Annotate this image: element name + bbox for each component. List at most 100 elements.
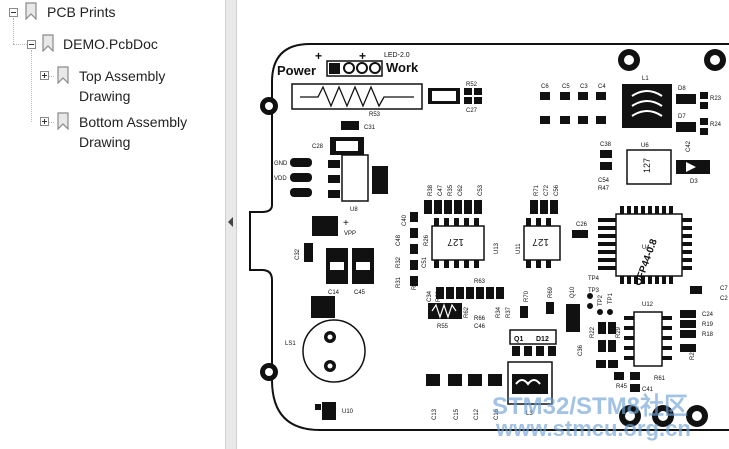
silk-tp1: TP1: [608, 292, 614, 304]
silk-c42: C42: [686, 140, 692, 152]
expand-toggle-bottom-assembly[interactable]: [40, 117, 49, 126]
silk-l3: L3: [526, 411, 533, 417]
silk-c27: C27: [466, 108, 478, 114]
silk-u13: U13: [494, 242, 500, 254]
silk-c32: C32: [295, 248, 301, 260]
silk-c56: C56: [554, 184, 560, 196]
silk-r70: R70: [524, 290, 530, 302]
silk-c3: C3: [580, 84, 588, 90]
expand-toggle-top-assembly[interactable]: [40, 71, 49, 80]
silk-q1: Q1: [514, 336, 523, 343]
silk-plus: +: [315, 49, 322, 63]
silk-r23: R23: [710, 96, 722, 102]
bookmark-label-line: Drawing: [79, 134, 131, 150]
silk-ls1: LS1: [285, 341, 296, 347]
silk-c24: C24: [702, 312, 714, 318]
bookmark-label-pcb-prints[interactable]: PCB Prints: [47, 4, 116, 20]
silk-gnd: GND: [274, 161, 288, 167]
silk-c7: C7: [720, 286, 728, 292]
silk-r63: R63: [474, 279, 486, 285]
silk-c41: C41: [642, 387, 654, 393]
silk-c40: C40: [402, 214, 408, 226]
silk-c26: C26: [576, 222, 588, 228]
panel-splitter[interactable]: [225, 0, 237, 449]
collapse-toggle-demo-pcbdoc[interactable]: [27, 40, 36, 49]
collapse-arrow-icon[interactable]: [228, 217, 233, 227]
bookmark-label-demo-pcbdoc[interactable]: DEMO.PcbDoc: [63, 36, 158, 52]
silk-c14: C14: [328, 290, 340, 296]
watermark-title: STM32/STM8社区: [492, 392, 688, 420]
silk-u8: U8: [350, 207, 358, 213]
document-view: Power Work LED-2.0 + + R53 R52 C27 C31 C…: [237, 0, 729, 449]
bookmark-icon: [25, 2, 37, 20]
silk-r22: R22: [590, 326, 596, 338]
silk-r33: R33: [412, 278, 418, 290]
silk-r35: R35: [448, 184, 454, 196]
silk-u4: U4: [642, 245, 650, 251]
watermark-url: www.stmcu.org.cn: [495, 416, 691, 441]
silk-d7: D7: [678, 114, 686, 120]
silk-c38: C38: [600, 142, 612, 148]
silk-work: Work: [386, 60, 419, 75]
silk-u12: U12: [642, 302, 654, 308]
tree-line: [48, 122, 54, 123]
mounting-holes: [260, 49, 726, 427]
tree-line: [48, 76, 54, 77]
board-outline: [249, 43, 729, 431]
tree-line: [13, 44, 27, 45]
silk-chip-127b: 127: [532, 236, 549, 247]
silk-chip-127c: 127: [642, 158, 652, 173]
silk-c54: C54: [598, 178, 610, 184]
silk-r52: R52: [466, 82, 478, 88]
silk-tp2: TP2: [598, 294, 604, 306]
bookmark-label-line: Top Assembly: [79, 68, 166, 84]
silk-r53: R53: [369, 112, 381, 118]
silk-c5: C5: [562, 84, 570, 90]
silk-r69: R69: [548, 286, 554, 298]
silk-r71: R71: [534, 184, 540, 196]
svg-text:+: +: [343, 218, 349, 229]
silk-u11: U11: [516, 243, 522, 254]
silk-vpp: VPP: [344, 231, 356, 237]
silk-r61: R61: [654, 376, 666, 382]
silk-tp4: TP4: [588, 276, 600, 282]
silk-led: LED-2.0: [384, 52, 410, 59]
silk-chip-127a: 127: [447, 236, 464, 247]
silk-power: Power: [277, 63, 316, 78]
silk-u6: U6: [641, 143, 649, 149]
silk-r18: R18: [702, 332, 714, 338]
bookmark-icon: [42, 34, 54, 52]
collapse-toggle-pcb-prints[interactable]: [9, 8, 18, 17]
silk-c34: C34: [427, 290, 433, 302]
silk-r60: R60: [436, 290, 442, 302]
silk-c12: C12: [474, 408, 480, 420]
bookmark-label-line: Bottom Assembly: [79, 114, 188, 130]
silk-c53: C53: [478, 184, 484, 196]
silk-r47: R47: [598, 186, 610, 192]
silk-c45: C45: [354, 290, 366, 296]
silk-d8: D8: [678, 86, 686, 92]
bookmark-item-bottom-assembly[interactable]: Bottom Assembly Drawing: [79, 112, 219, 154]
silk-q10: Q10: [570, 286, 576, 298]
silk-c6: C6: [541, 84, 549, 90]
silk-u10: U10: [342, 409, 354, 415]
silk-c72: C72: [544, 184, 550, 196]
silk-d3: D3: [690, 179, 698, 185]
silk-c15: C15: [454, 408, 460, 420]
silk-r62: R62: [464, 306, 470, 318]
silk-vdd: VDD: [274, 176, 287, 182]
silk-l1: L1: [642, 76, 649, 82]
silk-c4: C4: [598, 84, 606, 90]
silk-c51: C51: [422, 256, 428, 268]
silk-c62: C62: [458, 184, 464, 196]
silk-plus: +: [359, 49, 366, 63]
bookmark-item-top-assembly[interactable]: Top Assembly Drawing: [79, 66, 219, 108]
silk-r38: R38: [428, 184, 434, 196]
tree-line: [31, 50, 32, 122]
silk-c47: C47: [438, 184, 444, 196]
silk-r66: R66: [474, 316, 486, 322]
silk-tp3: TP3: [588, 288, 600, 294]
silk-c36: C36: [578, 344, 584, 356]
silk-r26: R26: [424, 234, 430, 246]
silk-r34: R34: [496, 306, 502, 318]
